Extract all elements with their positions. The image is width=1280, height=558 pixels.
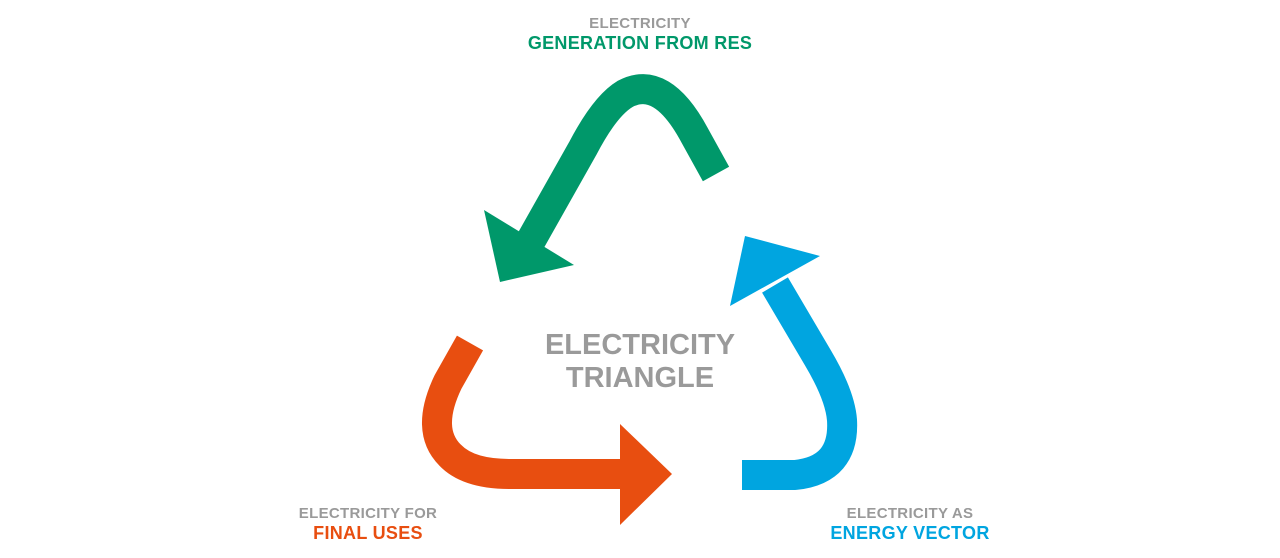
green-arrow-shaft: [516, 74, 730, 250]
node-label-small: ELECTRICITY FOR: [298, 505, 438, 522]
node-label-generation: ELECTRICITY GENERATION FROM RES: [490, 16, 790, 52]
node-label-energy-vector: ELECTRICITY AS ENERGY VECTOR: [760, 506, 1060, 542]
node-label-final-uses: ELECTRICITY FOR FINAL USES: [218, 506, 518, 542]
node-label-small: ELECTRICITY: [589, 15, 691, 32]
center-title-line1: ELECTRICITY: [544, 329, 736, 361]
curved-arrow-blue-icon: [730, 236, 858, 490]
node-label-big: GENERATION FROM RES: [527, 33, 753, 53]
center-title: ELECTRICITY TRIANGLE: [490, 329, 790, 395]
blue-arrow-head: [730, 236, 820, 306]
orange-arrow-shaft: [422, 335, 632, 489]
curved-arrow-orange-icon: [422, 335, 672, 525]
center-title-line2: TRIANGLE: [565, 362, 715, 394]
green-arrow-head: [484, 210, 574, 282]
curved-arrow-green-icon: [484, 74, 730, 282]
node-label-small: ELECTRICITY AS: [846, 505, 974, 522]
node-label-big: FINAL USES: [313, 523, 423, 543]
blue-arrow-shaft: [742, 277, 858, 490]
orange-arrow-head: [620, 424, 672, 525]
node-label-big: ENERGY VECTOR: [830, 523, 990, 543]
